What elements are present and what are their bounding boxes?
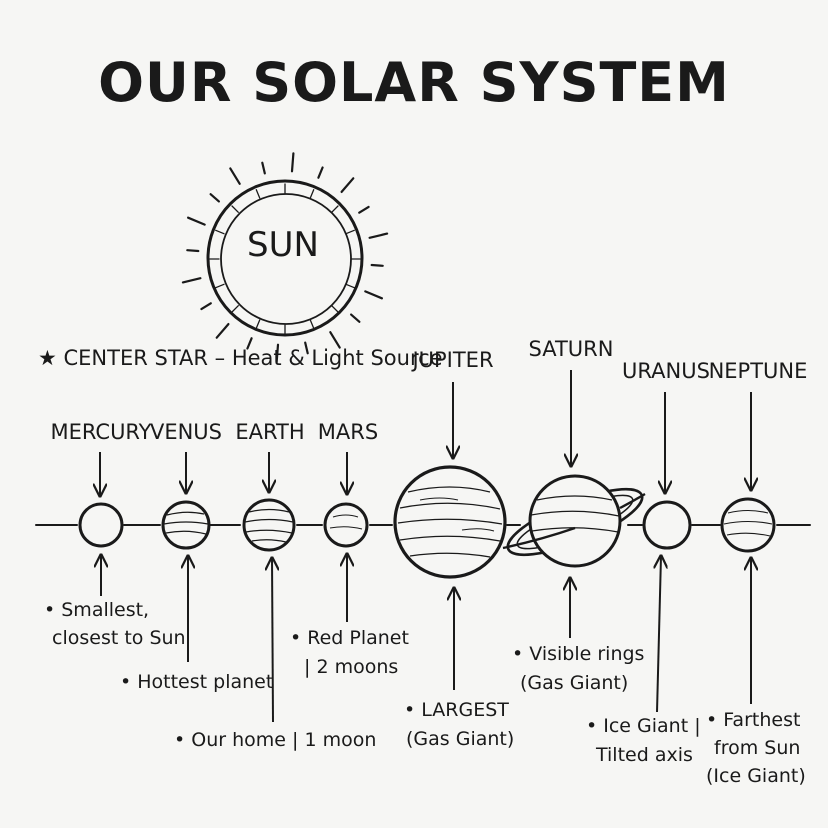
note-earth-line-1: • Our home | 1 moon xyxy=(174,729,377,751)
note-mars-line-1: • Red Planet xyxy=(290,627,409,649)
sun-ray xyxy=(215,323,230,339)
note-saturn-line-2: (Gas Giant) xyxy=(520,672,629,694)
sun-ray xyxy=(246,337,253,350)
sun-ray xyxy=(187,216,206,226)
sun-hatch-mark xyxy=(309,319,315,329)
note-mars-line-2: | 2 moons xyxy=(304,656,399,678)
sun-ray xyxy=(340,177,355,193)
sun-ray xyxy=(181,277,202,284)
planet-name-jupiter: JUPITER xyxy=(412,348,494,372)
sun-hatch-mark xyxy=(309,189,315,199)
sun-ray xyxy=(261,161,266,175)
sun-ray xyxy=(329,331,341,349)
planet-name-mars: MARS xyxy=(317,420,379,444)
note-mercury-line-2: closest to Sun xyxy=(52,627,186,649)
mercury-planet xyxy=(78,502,124,548)
sun-hatch-mark xyxy=(345,229,355,235)
note-neptune-line-2: from Sun xyxy=(714,737,801,759)
sun-ray xyxy=(229,167,241,185)
earth-planet xyxy=(242,498,296,552)
note-uranus-line-2: Tilted axis xyxy=(596,744,693,766)
sun-hatch-mark xyxy=(345,283,355,289)
sun-ray xyxy=(186,249,200,253)
sun-hatch-mark xyxy=(215,229,225,235)
sun-hatch-mark xyxy=(331,305,339,313)
sun-icon xyxy=(181,152,389,364)
sun-hatch-mark xyxy=(231,205,239,213)
sun-ray xyxy=(209,193,220,203)
uranus-planet xyxy=(642,500,692,550)
jupiter-planet xyxy=(393,465,507,579)
sun-ray xyxy=(350,313,361,323)
note-saturn-line-1: • Visible rings xyxy=(512,643,645,665)
planet-name-venus: VENUS xyxy=(149,420,223,444)
sun-label: SUN xyxy=(247,225,319,265)
mars-planet xyxy=(323,502,369,548)
sun-hatch-mark xyxy=(215,283,225,289)
sun-hatch-mark xyxy=(255,189,261,199)
sun-ray xyxy=(290,152,295,173)
note-neptune-line-1: • Farthest xyxy=(706,709,801,731)
note-uranus-line-1: • Ice Giant | xyxy=(586,715,701,737)
sun-ray xyxy=(200,302,212,311)
sun-hatch-mark xyxy=(231,305,239,313)
planet-name-neptune: NEPTUNE xyxy=(708,359,808,383)
sun-ray xyxy=(317,166,324,179)
note-arrows xyxy=(101,554,751,723)
note-jupiter-line-1: • LARGEST xyxy=(404,699,509,721)
name-arrows xyxy=(100,370,751,496)
sun-ray xyxy=(370,263,384,267)
sun-ray xyxy=(304,341,309,355)
sun-note: ★ CENTER STAR – Heat & Light Source xyxy=(38,346,443,370)
sun-ray xyxy=(275,343,280,364)
note-neptune-line-3: (Ice Giant) xyxy=(706,765,806,787)
sun-hatch-mark xyxy=(331,205,339,213)
venus-planet xyxy=(161,500,211,550)
note-mercury-line-1: • Smallest, xyxy=(44,599,150,621)
note-jupiter-line-2: (Gas Giant) xyxy=(406,728,515,750)
planet-name-mercury: MERCURY xyxy=(50,420,152,444)
sun-ray xyxy=(364,290,383,300)
sun-ray xyxy=(368,232,389,239)
page-title: OUR SOLAR SYSTEM xyxy=(98,51,730,114)
planet-name-earth: EARTH xyxy=(235,420,305,444)
sun-hatch-mark xyxy=(255,319,261,329)
planet-name-uranus: URANUS xyxy=(622,359,710,383)
sun-ray xyxy=(358,205,370,214)
note-venus-line-1: • Hottest planet xyxy=(120,671,274,693)
neptune-planet xyxy=(720,497,776,553)
planet-name-saturn: SATURN xyxy=(528,337,614,361)
saturn-planet xyxy=(502,474,646,568)
